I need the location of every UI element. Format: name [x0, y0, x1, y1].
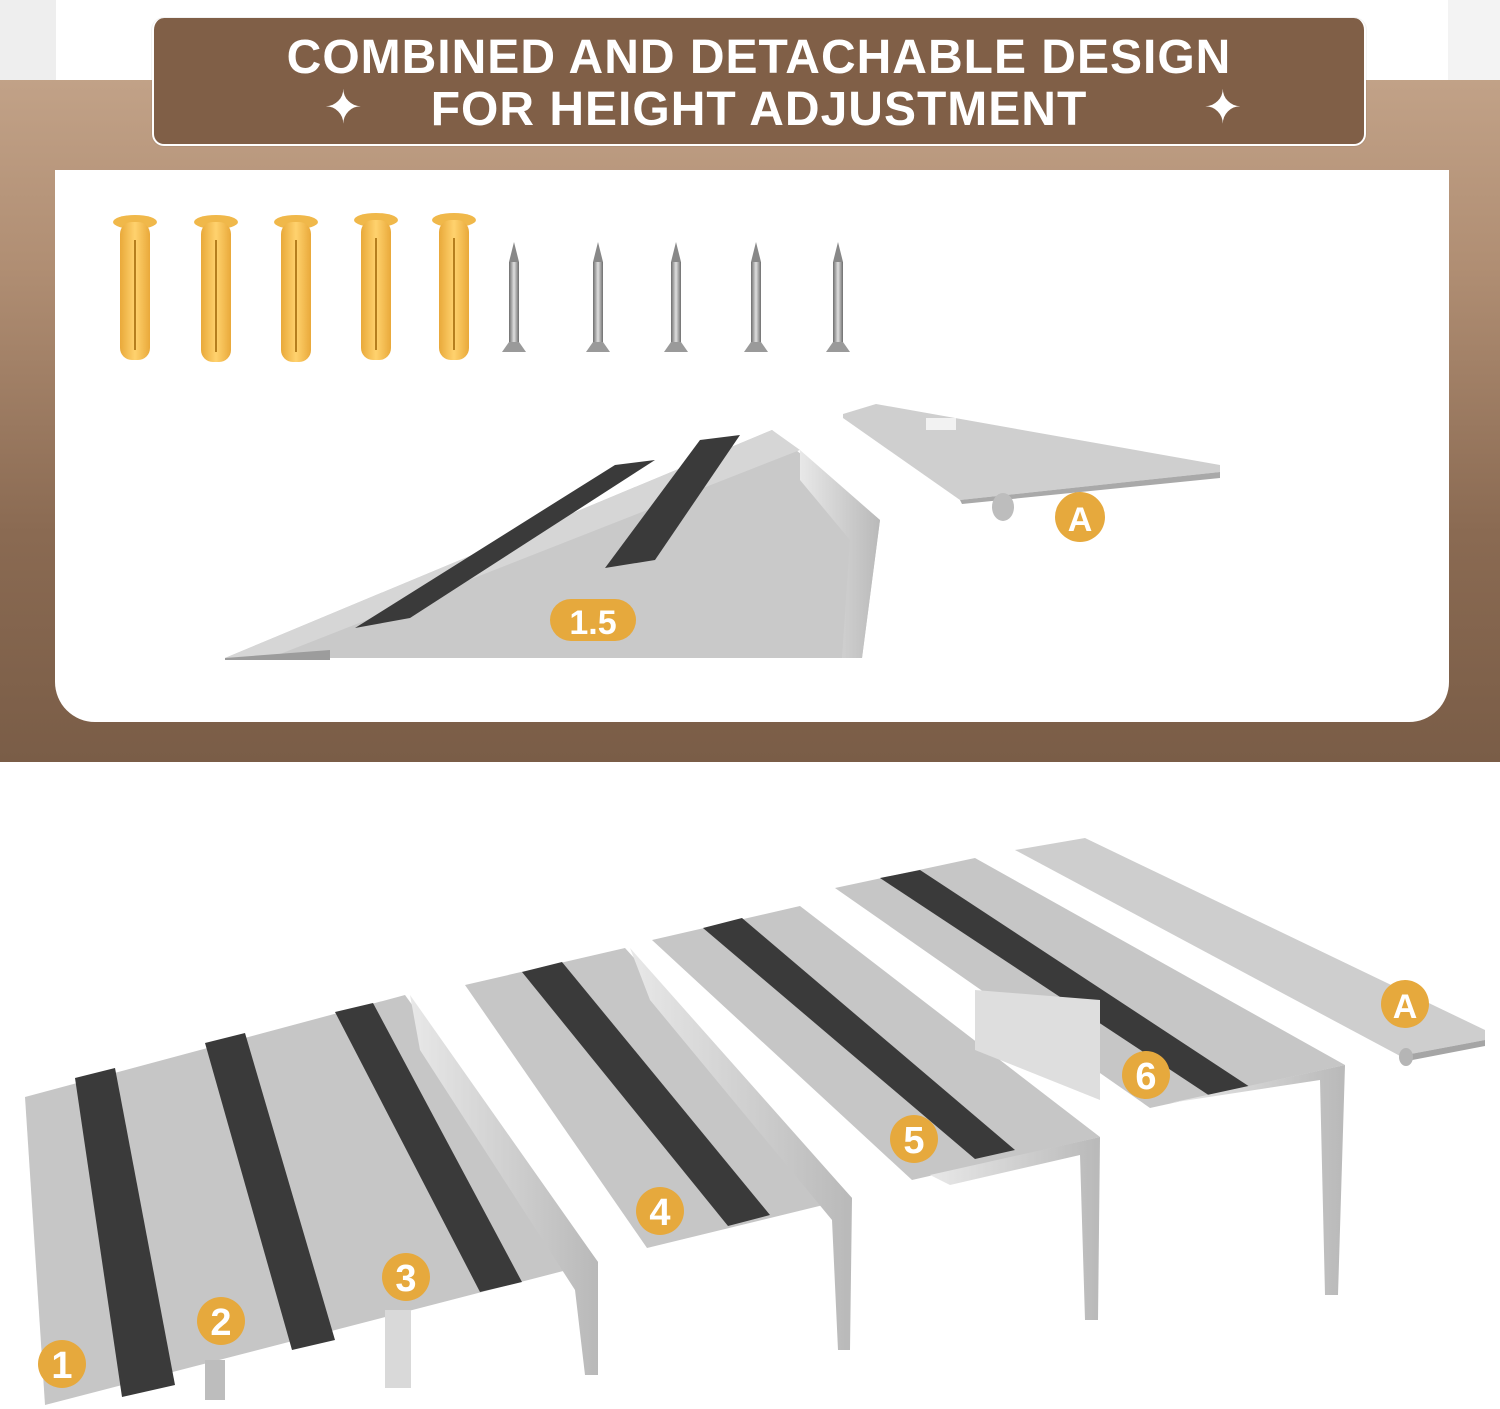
- badge-6-label: 6: [1135, 1056, 1156, 1098]
- badge-1: 1: [38, 1340, 86, 1388]
- screw: [502, 242, 526, 352]
- badge-a-top: A: [1055, 492, 1105, 542]
- badge-a-bottom-label: A: [1393, 988, 1418, 1026]
- banner-title-line1: COMBINED AND DETACHABLE DESIGN: [286, 31, 1232, 84]
- screw: [586, 242, 610, 352]
- sparkle-icon: ✦: [1203, 81, 1242, 133]
- sparkle-icon: ✦: [324, 81, 363, 133]
- wall-anchor: [194, 215, 238, 362]
- badge-5: 5: [890, 1115, 938, 1163]
- screw: [826, 242, 850, 352]
- badge-2-label: 2: [210, 1302, 231, 1344]
- ramp-section-6: [835, 858, 1345, 1295]
- badge-6: 6: [1122, 1051, 1170, 1099]
- wall-anchors: [113, 213, 476, 362]
- ramp-section-5: [652, 906, 1100, 1320]
- badge-2: 2: [197, 1297, 245, 1345]
- wall-anchor: [432, 213, 476, 360]
- screws: [502, 242, 850, 352]
- badge-a-top-label: A: [1068, 501, 1093, 539]
- transition-piece-a-top: [843, 404, 1220, 521]
- badge-4-label: 4: [649, 1192, 670, 1234]
- badge-1-5-label: 1.5: [569, 604, 616, 642]
- badge-3-label: 3: [395, 1258, 416, 1300]
- title-banner: COMBINED AND DETACHABLE DESIGN FOR HEIGH…: [152, 18, 1366, 146]
- banner-title-line2: FOR HEIGHT ADJUSTMENT: [430, 83, 1088, 136]
- wall-anchor: [274, 215, 318, 362]
- transition-piece-a-bottom: [1015, 838, 1485, 1066]
- badge-4: 4: [636, 1187, 684, 1235]
- wall-anchor: [113, 215, 157, 360]
- badge-5-label: 5: [903, 1120, 924, 1162]
- ramp-sections-1-3: [25, 995, 598, 1405]
- badge-a-bottom: A: [1381, 980, 1429, 1028]
- screw: [744, 242, 768, 352]
- ramp-section-4: [465, 948, 852, 1350]
- badge-1-label: 1: [51, 1345, 72, 1387]
- strip-edge-left: [0, 0, 56, 80]
- badge-3: 3: [382, 1253, 430, 1301]
- screw: [664, 242, 688, 352]
- badge-1-5: 1.5: [550, 599, 636, 642]
- wall-anchor: [354, 213, 398, 360]
- ramp-section-1-5: [225, 430, 880, 660]
- strip-edge-right: [1448, 0, 1500, 80]
